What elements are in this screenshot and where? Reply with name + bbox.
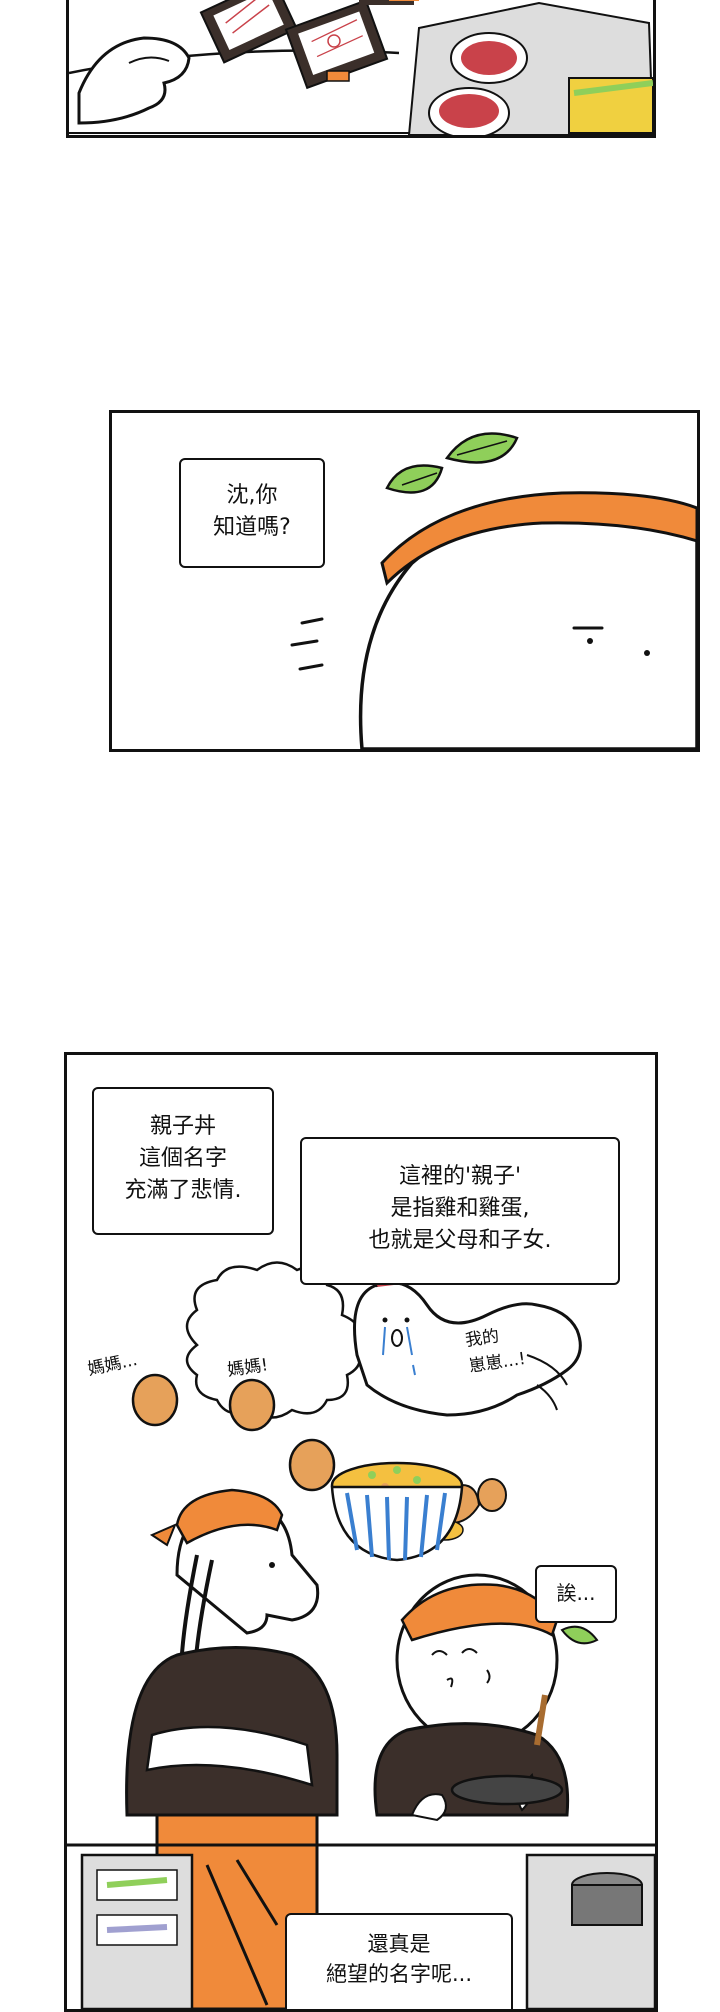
bubble-line: 還真是: [367, 1932, 431, 1956]
hen-voice: 我的 崽崽...!: [464, 1321, 528, 1379]
bubble-line: 沈,你: [226, 483, 278, 508]
egg-2: [228, 1378, 276, 1432]
egg-1: [131, 1373, 179, 1427]
speech-bubble-despair: 還真是 絕望的名字呢...: [285, 1913, 513, 2009]
comic-panel-2: 沈,你 知道嗎?: [109, 410, 700, 752]
bubble-line: 親子丼: [149, 1114, 216, 1139]
speech-bubble-question: 沈,你 知道嗎?: [179, 458, 325, 568]
bubble-line: 絕望的名字呢...: [325, 1962, 473, 1987]
panel-3-art: [67, 1261, 655, 2009]
bubble-line: 知道嗎?: [213, 514, 291, 540]
speech-bubble-oyakodon: 親子丼 這個名字 充滿了悲情.: [92, 1087, 274, 1235]
bubble-line: 是指雞和雞蛋,: [390, 1195, 530, 1221]
panel-1-art: [69, 0, 653, 135]
hen-beak: [391, 1329, 403, 1347]
bubble-line: 充滿了悲情.: [124, 1177, 242, 1203]
chef-right: [373, 1573, 599, 1822]
bubble-line: 這個名字: [138, 1145, 227, 1171]
speech-bubble-eh: 誒...: [535, 1565, 617, 1623]
orange-headband: [380, 491, 697, 586]
bubble-line: 這裡的'親子': [398, 1164, 522, 1189]
comic-panel-1: [66, 0, 656, 138]
egg-3: [288, 1438, 336, 1492]
leaf-small-2: [560, 1625, 599, 1645]
frying-pan: [450, 1774, 564, 1806]
hen-tears: [382, 1326, 416, 1376]
hand-shape: [77, 36, 191, 125]
dish-tray: [407, 1, 653, 135]
motion-lines: [290, 617, 324, 671]
comic-panel-3: 親子丼 這個名字 充滿了悲情. 這裡的'親子' 是指雞和雞蛋, 也就是父母和子女…: [64, 1052, 658, 2012]
panel-2-art: [290, 432, 697, 749]
menu-card-2: [284, 0, 389, 90]
donburi-bowl: [330, 1461, 464, 1562]
menu-card-1: [199, 0, 298, 64]
speech-bubble-explain: 這裡的'親子' 是指雞和雞蛋, 也就是父母和子女.: [300, 1137, 620, 1285]
thought-cloud: [185, 1261, 362, 1419]
leaf-1: [385, 464, 444, 494]
bubble-line: 誒...: [556, 1581, 596, 1605]
chef-left: [125, 1488, 339, 2009]
bubble-line: 也就是父母和子女.: [368, 1227, 552, 1253]
